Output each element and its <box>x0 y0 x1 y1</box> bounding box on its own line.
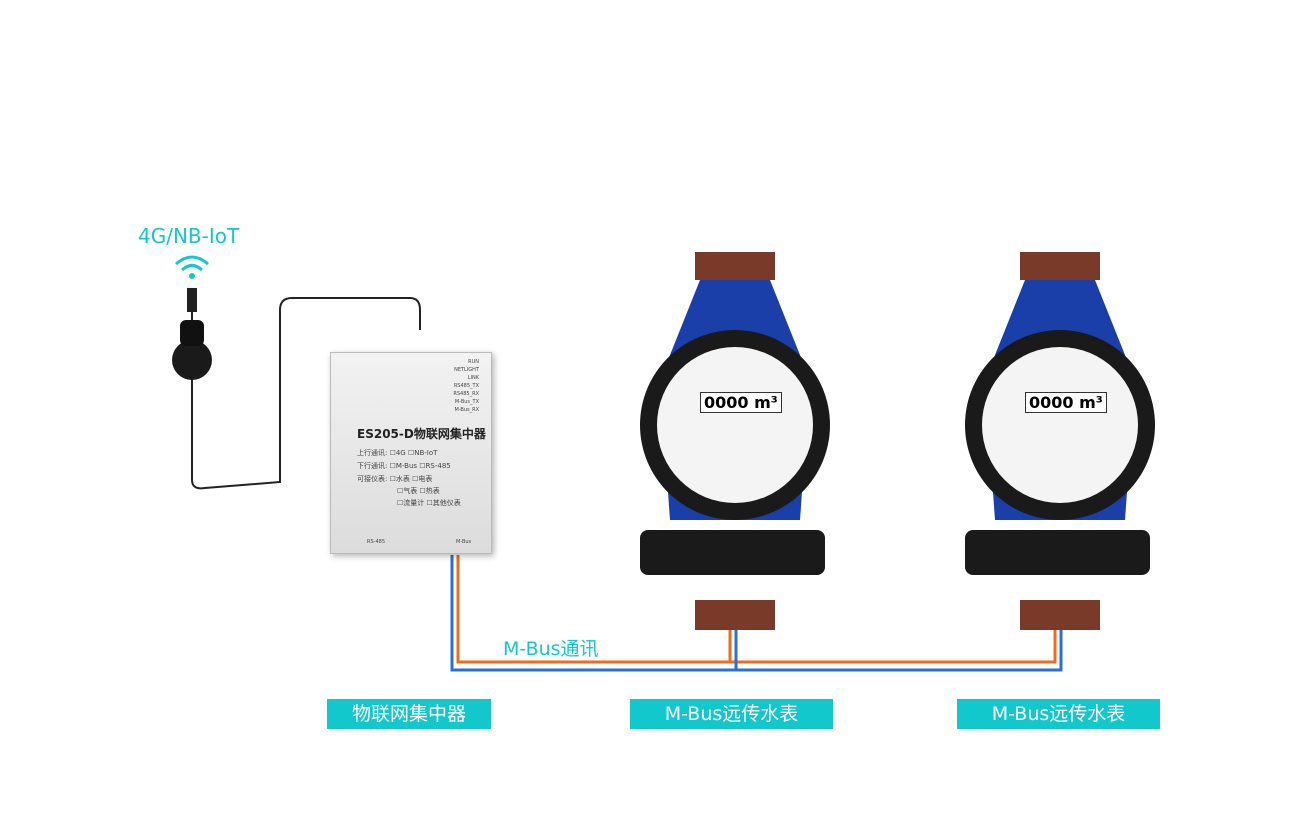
water-meter-1 <box>640 252 830 630</box>
wifi-icon <box>175 255 209 279</box>
water-meter-2 <box>965 252 1155 630</box>
meter-2-reading: 0000 m³ <box>1025 392 1107 413</box>
m-bus-wire-orange <box>456 555 1057 664</box>
caption-meter-2: M-Bus远传水表 <box>957 699 1160 729</box>
wireless-label: 4G/NB-IoT <box>138 224 240 248</box>
caption-concentrator: 物联网集中器 <box>327 699 491 729</box>
m-bus-wire-blue <box>450 555 1063 672</box>
antenna-icon <box>172 288 212 380</box>
device-title: ES205-D物联网集中器 <box>357 427 486 441</box>
antenna-cable <box>191 297 421 490</box>
bus-label: M-Bus通讯 <box>503 638 599 660</box>
iot-concentrator: ES205-D物联网集中器 上行通讯: ☐4G ☐NB-IoT 下行通讯: ☐M… <box>330 352 492 554</box>
caption-meter-1: M-Bus远传水表 <box>630 699 833 729</box>
meter-1-reading: 0000 m³ <box>700 392 782 413</box>
